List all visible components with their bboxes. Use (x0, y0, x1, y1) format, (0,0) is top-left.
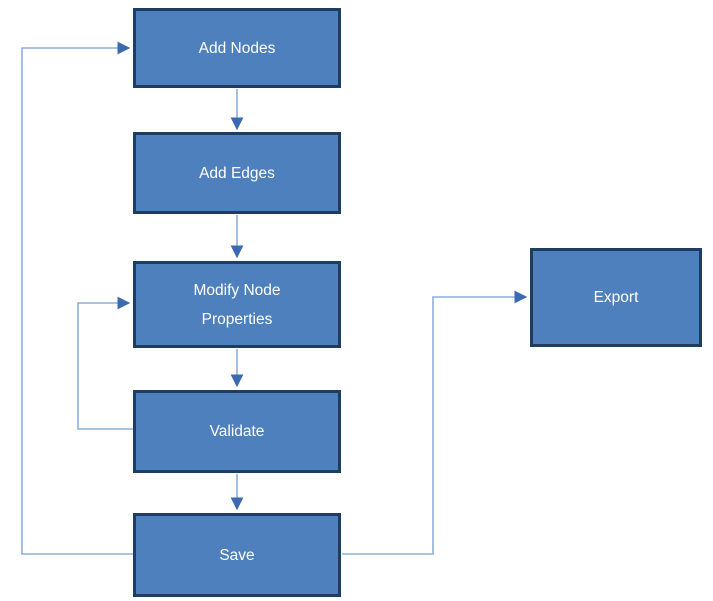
node-label-validate: Validate (209, 423, 265, 440)
node-label-modify-node-properties: Modify Node Properties (193, 281, 281, 328)
node-label-save: Save (219, 546, 255, 564)
flowchart-node-export: Export (530, 248, 702, 347)
node-label-add-edges: Add Edges (199, 164, 275, 182)
node-label-add-nodes: Add Nodes (198, 39, 276, 57)
flowchart-node-validate: Validate (133, 390, 341, 473)
flowchart-node-add-nodes: Add Nodes (133, 8, 341, 88)
connector-save-to-export (342, 290, 528, 555)
flowchart-node-save: Save (133, 513, 341, 597)
connector-validate-to-modify-loop (77, 296, 133, 430)
flowchart-node-modify-node-properties: Modify Node Properties (133, 261, 341, 348)
node-label-export: Export (593, 289, 639, 306)
flowchart-node-add-edges: Add Edges (133, 132, 341, 214)
connector-save-to-add-nodes-loop (21, 41, 133, 555)
